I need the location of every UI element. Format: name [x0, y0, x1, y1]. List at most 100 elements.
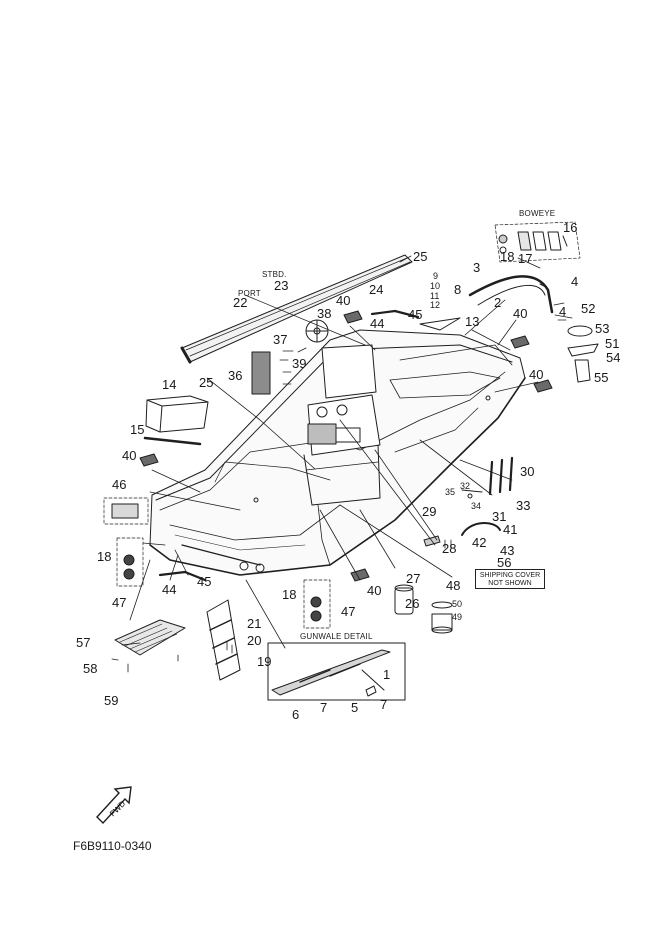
callout-45a: 45: [408, 307, 423, 322]
callout-27: 27: [406, 571, 421, 586]
callout-40d: 40: [122, 448, 137, 463]
callout-55: 55: [594, 370, 609, 385]
callout-59: 59: [104, 693, 119, 708]
callout-4b: 4: [559, 304, 567, 319]
callout-45b: 45: [197, 574, 212, 589]
callout-18c: 18: [282, 587, 297, 602]
callout-46: 46: [112, 477, 127, 492]
callout-47a: 47: [112, 595, 127, 610]
callout-2: 2: [494, 295, 502, 310]
callout-20: 20: [247, 633, 262, 648]
shipping-cover-note: SHIPPING COVER NOT SHOWN: [475, 569, 545, 589]
bow-light: [567, 325, 599, 383]
leader-lines: [111, 255, 573, 661]
callout-13: 13: [465, 314, 480, 329]
small-fasteners: [127, 302, 567, 673]
callout-43: 43: [500, 543, 515, 558]
boweye-parts: [494, 221, 581, 263]
callout-49: 49: [452, 612, 463, 622]
callout-40c: 40: [529, 367, 544, 382]
steering-wheel: [305, 319, 329, 343]
callout-8: 8: [454, 282, 462, 297]
callout-21: 21: [247, 616, 262, 631]
callout-7a: 7: [320, 700, 328, 715]
callout-37: 37: [273, 332, 288, 347]
callout-58: 58: [83, 661, 98, 676]
callout-12: 12: [430, 300, 441, 310]
callout-25a: 25: [413, 249, 428, 264]
port-label: PORT: [238, 289, 261, 298]
callout-50: 50: [452, 599, 463, 609]
callout-10: 10: [430, 281, 441, 291]
callout-57: 57: [76, 635, 91, 650]
callout-44b: 44: [162, 582, 177, 597]
hinge-box: [103, 497, 149, 525]
callout-54: 54: [606, 350, 621, 365]
grab-handles: [158, 309, 461, 582]
callout-51: 51: [605, 336, 620, 351]
callout-24: 24: [369, 282, 384, 297]
callout-34: 34: [471, 501, 482, 511]
callout-56: 56: [497, 555, 512, 570]
callout-19: 19: [257, 654, 272, 669]
callout-33: 33: [516, 498, 531, 513]
shipping-cover-line1: SHIPPING COVER: [479, 572, 541, 579]
swim-platform: [114, 619, 186, 656]
callout-53: 53: [595, 321, 610, 336]
callout-26: 26: [405, 596, 420, 611]
stripe-panel: [251, 351, 271, 395]
callout-23: 23: [274, 278, 289, 293]
callout-22: 22: [233, 295, 248, 310]
shipping-cover-line2: NOT SHOWN: [488, 580, 532, 587]
cleats: [139, 310, 553, 582]
callout-38: 38: [317, 306, 332, 321]
gunwale-detail-box: [267, 642, 406, 701]
callout-41: 41: [503, 522, 518, 537]
callout-48: 48: [446, 578, 461, 593]
callout-11: 11: [430, 291, 440, 301]
latch-groups: [116, 537, 331, 629]
callout-52: 52: [581, 301, 596, 316]
callout-30: 30: [520, 464, 535, 479]
callout-36: 36: [228, 368, 243, 383]
callout-16: 16: [563, 220, 578, 235]
callout-15: 15: [130, 422, 145, 437]
callout-9: 9: [433, 271, 439, 281]
drain-hose: [461, 522, 501, 536]
callout-42: 42: [472, 535, 487, 550]
callout-29: 29: [422, 504, 437, 519]
stbd-label: STBD.: [262, 270, 287, 279]
callout-7b: 7: [380, 697, 388, 712]
callout-14: 14: [162, 377, 177, 392]
gunwale-detail-label: GUNWALE DETAIL: [300, 632, 373, 641]
deck-stripe: [180, 254, 413, 364]
callout-1: 1: [383, 667, 391, 682]
callout-5: 5: [351, 700, 359, 715]
boat-hull: [149, 329, 526, 576]
rod-bar: [143, 436, 202, 446]
drawing-code: F6B9110-0340: [73, 839, 152, 853]
callout-6: 6: [292, 707, 300, 722]
boarding-ladder: [206, 599, 241, 681]
callout-32: 32: [460, 481, 471, 491]
callout-18b: 18: [97, 549, 112, 564]
callout-31: 31: [492, 509, 507, 524]
callout-18a: 18: [500, 249, 515, 264]
callout-35: 35: [445, 487, 456, 497]
cooler-seat: [145, 395, 209, 433]
callout-25b: 25: [199, 375, 214, 390]
callout-4a: 4: [571, 274, 579, 289]
callout-3: 3: [473, 260, 481, 275]
callout-44a: 44: [370, 316, 385, 331]
callout-47b: 47: [341, 604, 356, 619]
rub-rail: [468, 275, 554, 314]
callout-28: 28: [442, 541, 457, 556]
callout-39: 39: [292, 356, 307, 371]
callout-40e: 40: [367, 583, 382, 598]
boweye-label: BOWEYE: [519, 209, 556, 218]
callout-17: 17: [518, 251, 533, 266]
fwd-arrow-icon: FWD: [96, 786, 132, 825]
callout-40b: 40: [513, 306, 528, 321]
callout-40a: 40: [336, 293, 351, 308]
